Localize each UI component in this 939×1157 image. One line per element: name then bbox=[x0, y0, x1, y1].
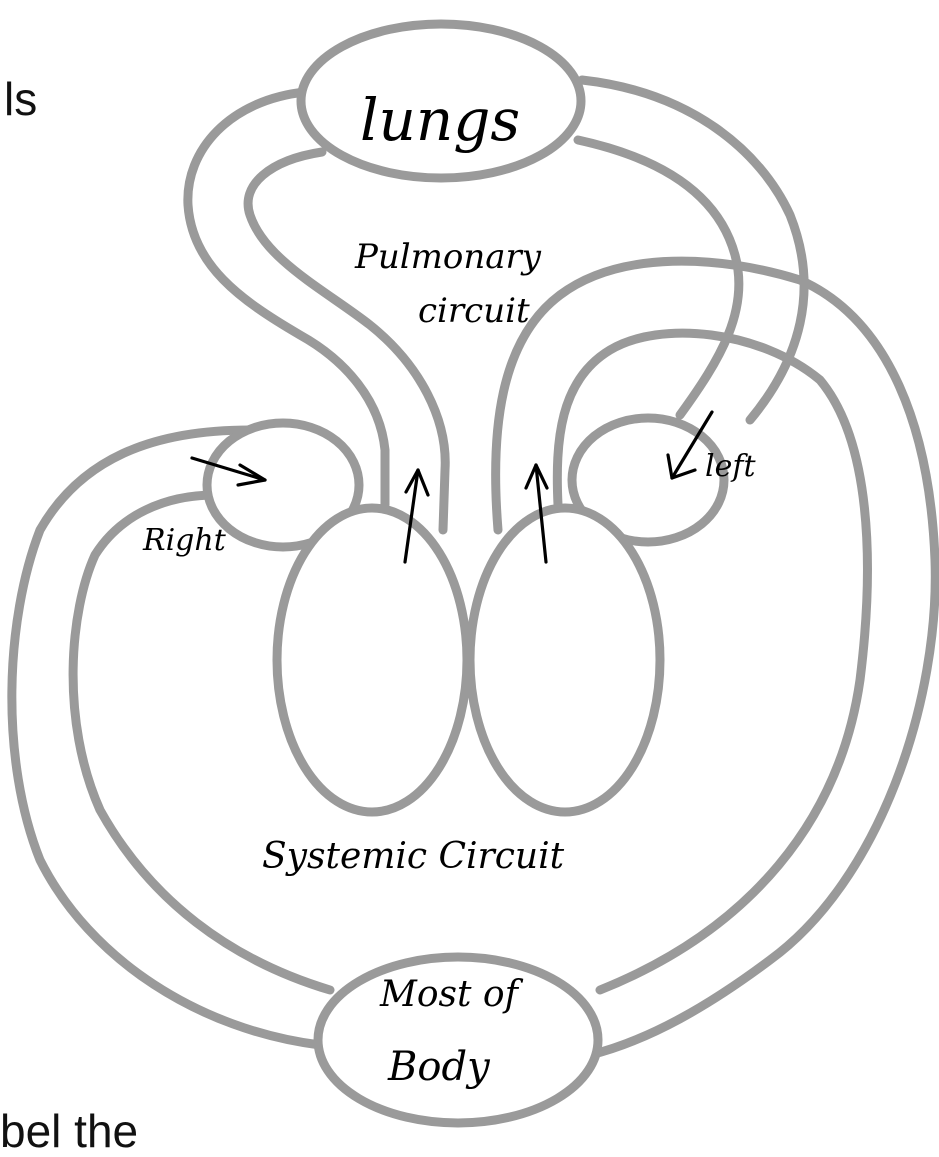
aorta-vessel bbox=[491, 256, 939, 1060]
pulmonary-label-line1: Pulmonary bbox=[354, 237, 542, 277]
lungs-oval bbox=[296, 19, 586, 183]
arrow-into-left-atrium bbox=[666, 410, 714, 480]
lungs-label: lungs bbox=[360, 86, 520, 154]
left-label: left bbox=[705, 449, 756, 484]
left-ventricle bbox=[465, 503, 665, 817]
vena-cava-vessel bbox=[7, 425, 335, 1050]
arrow-into-right-atrium bbox=[190, 456, 267, 487]
pulmonary-label-line2: circuit bbox=[418, 291, 530, 331]
arrow-up-right-ventricle bbox=[403, 468, 430, 564]
body-label-line2: Body bbox=[387, 1044, 491, 1090]
pulmonary-vein-vessel bbox=[573, 75, 809, 425]
pulmonary-artery-vessel bbox=[183, 87, 450, 535]
cut-off-text-bottom: bel the bbox=[0, 1105, 139, 1157]
arrow-up-left-ventricle bbox=[524, 463, 549, 564]
systemic-circuit-label: Systemic Circuit bbox=[262, 836, 565, 877]
right-label: Right bbox=[142, 523, 227, 558]
body-oval bbox=[313, 952, 603, 1128]
right-ventricle bbox=[272, 503, 472, 817]
left-atrium bbox=[567, 413, 729, 547]
right-atrium bbox=[202, 418, 364, 552]
cut-off-text-top: ls bbox=[4, 73, 38, 125]
body-label-line1: Most of bbox=[379, 974, 524, 1015]
